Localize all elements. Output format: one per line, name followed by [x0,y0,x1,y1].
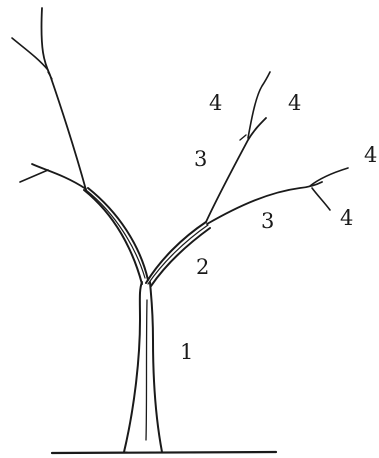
top-twig-nub [240,135,246,140]
upper-branch [206,118,266,222]
label-order-4-top-right: 4 [288,93,301,114]
label-order-4-far-right: 4 [364,145,377,166]
ground-line [52,452,276,453]
left-tall-branch [41,8,86,190]
trunk-inner-line [146,300,147,440]
trunk-left-edge [124,282,142,452]
label-order-4-top-left: 4 [209,93,222,114]
label-order-3-right: 3 [261,211,274,232]
left-twig [32,164,86,189]
left-limb-outer [84,190,142,284]
label-order-2: 2 [196,257,209,278]
label-order-4-lower-right: 4 [340,208,353,229]
right-twig-upper [310,168,348,186]
right-twig-lower [312,188,330,210]
label-order-3-upper: 3 [194,149,207,170]
label-trunk: 1 [180,342,193,363]
trunk-right-edge [150,282,162,452]
left-twig-tip [20,170,48,182]
top-twig [248,72,270,138]
